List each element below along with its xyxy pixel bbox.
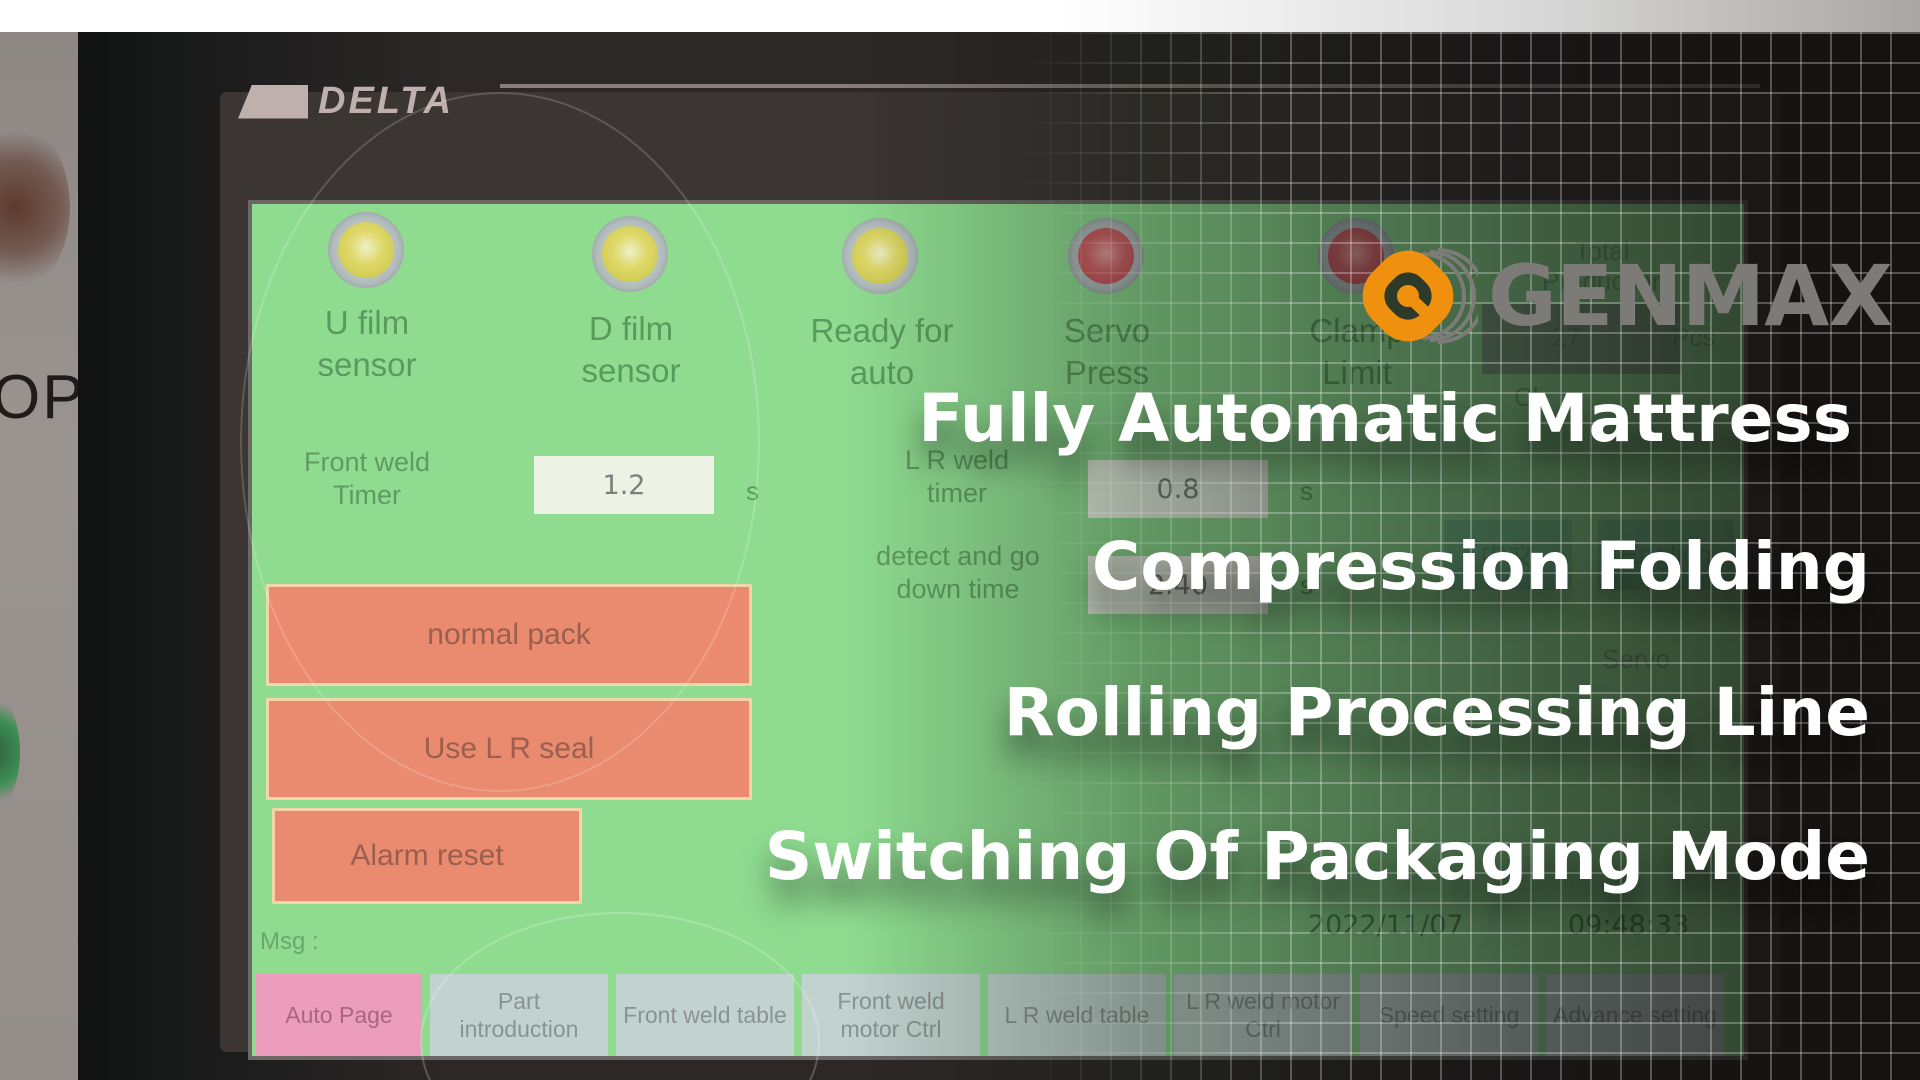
tab-lr-weld-motor-ctrl[interactable]: L R weld motor Ctrl <box>1174 974 1352 1056</box>
headline-line-1: Fully Automatic Mattress <box>918 380 1852 457</box>
machine-side-panel: OP <box>0 32 84 1080</box>
delta-logo: DELTA <box>238 80 454 123</box>
alarm-reset-button[interactable]: Alarm reset <box>272 808 582 904</box>
indicator-label-d-film: D film sensor <box>581 310 681 389</box>
d-film-sensor-lamp-icon <box>592 216 668 292</box>
hmi-time: 09:48:33 <box>1568 910 1690 941</box>
ready-for-auto-lamp-icon <box>842 218 918 294</box>
hmi-date: 2022/11/07 <box>1308 910 1464 941</box>
normal-pack-button[interactable]: normal pack <box>266 584 752 686</box>
detect-go-down-label: detect and go down time <box>876 541 1040 604</box>
headline-line-2: Compression Folding <box>1091 528 1870 605</box>
genmax-logo-icon <box>1352 246 1486 346</box>
front-weld-timer-input[interactable]: 1.2 <box>534 456 714 514</box>
bezel-highlight-line <box>500 84 1760 88</box>
tab-lr-weld-table[interactable]: L R weld table <box>988 974 1166 1056</box>
top-white-strip <box>0 0 1920 32</box>
indicator-label-u-film: U film sensor <box>317 304 417 383</box>
tab-front-weld-table[interactable]: Front weld table <box>616 974 794 1056</box>
headline-line-4: Switching Of Packaging Mode <box>764 818 1870 895</box>
start-button-edge <box>0 692 20 812</box>
genmax-logo: GENMAX <box>1352 246 1893 346</box>
use-lr-seal-button[interactable]: Use L R seal <box>266 698 752 800</box>
delta-logo-text: DELTA <box>318 80 455 122</box>
video-frame: OP DELTA U film sensor D film sensor Rea… <box>0 32 1920 1080</box>
side-panel-label: OP <box>0 363 86 432</box>
headline-line-3: Rolling Processing Line <box>1003 674 1870 751</box>
u-film-sensor-lamp-icon <box>328 212 404 288</box>
genmax-logo-text: GENMAX <box>1488 247 1893 345</box>
hmi-page-tabs: Auto Page Part introduction Front weld t… <box>256 974 1724 1056</box>
delta-logo-icon <box>238 84 308 119</box>
tab-part-introduction[interactable]: Part introduction <box>430 974 608 1056</box>
lr-weld-timer-input[interactable]: 0.8 <box>1088 460 1268 518</box>
servo-button-label[interactable]: Servo <box>1602 644 1670 674</box>
servo-press-lamp-icon <box>1068 218 1144 294</box>
front-weld-timer-label: Front weld Timer <box>303 447 431 510</box>
lr-weld-timer-unit: s <box>1300 476 1313 506</box>
message-label: Msg : <box>260 928 319 955</box>
tab-advance-setting[interactable]: Advance setting <box>1546 974 1724 1056</box>
tab-front-weld-motor-ctrl[interactable]: Front weld motor Ctrl <box>802 974 980 1056</box>
tab-auto-page[interactable]: Auto Page <box>256 974 422 1056</box>
front-weld-timer-unit: s <box>746 476 759 506</box>
emergency-stop-button-edge <box>0 122 70 292</box>
tab-speed-setting[interactable]: Speed setting <box>1360 974 1538 1056</box>
